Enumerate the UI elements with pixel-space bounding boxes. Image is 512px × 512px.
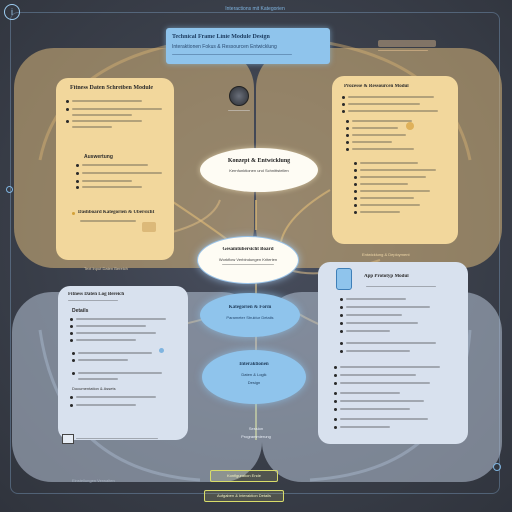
outer-frame — [10, 12, 500, 494]
footer-box-label: Aufgaben & Interaktion Details — [216, 493, 272, 498]
node-subtitle-2: Design — [247, 380, 261, 385]
connector-dot — [159, 348, 164, 353]
node-subtitle: Daten & Logik — [241, 372, 267, 377]
info-icon[interactable]: i — [4, 4, 20, 20]
sticky-dot — [406, 122, 414, 130]
banner-line2: Interaktionen Fokus & Ressourcen Entwick… — [172, 44, 277, 50]
document-icon — [336, 268, 352, 290]
top-title: Interactions mit Kategorien — [225, 6, 285, 12]
panel-title: Prozesse & Ressourcen Modul — [344, 84, 409, 89]
panel-title: App Prototyp Modul — [364, 274, 409, 279]
node-subtitle: Workflow Verbindungen Kriterien — [218, 257, 278, 262]
globe-icon — [229, 86, 249, 106]
footer-box-2[interactable]: Aufgaben & Interaktion Details — [204, 490, 284, 502]
node-subtitle: Kernfunktionen und Schnittstellen — [229, 168, 289, 173]
node-core[interactable]: Kategorien & Form Parameter Struktur Det… — [200, 293, 300, 337]
lower-label-1: Session — [248, 426, 264, 431]
panel-top-right: Prozesse & Ressourcen Modul — [332, 76, 458, 244]
panel-list-item: Documentation & Assets — [72, 386, 116, 391]
node-concept[interactable]: Konzept & Entwicklung Kernfunktionen und… — [200, 148, 318, 192]
footer-box-1[interactable]: Konfiguration Ende — [210, 470, 278, 482]
panel-subheading: Details — [72, 308, 89, 314]
panel-section2: Dashboard Kategorien & Übersicht — [78, 210, 155, 215]
node-center[interactable]: Gesamtübersicht Board Workflow Verbindun… — [197, 236, 299, 284]
header-banner: Technical Frame Linie Module Design Inte… — [166, 28, 330, 64]
node-title: Interaktionen — [239, 362, 269, 367]
panel-title: Fitness Daten Log Bereich — [68, 292, 125, 297]
panel-bottom-right: App Prototyp Modul — [318, 262, 468, 444]
panel-title: Fitness Daten Schreiben Module — [70, 85, 154, 91]
gradient-heading-left: Text Input Daten Bereich — [84, 266, 128, 271]
node-title: Gesamtübersicht Board — [222, 247, 274, 252]
banner-line1: Technical Frame Linie Module Design — [172, 34, 270, 40]
lower-label-2: Programmierung — [241, 434, 271, 439]
node-title: Kategorien & Form — [228, 305, 272, 310]
thumbnail-box — [142, 222, 156, 232]
node-title: Konzept & Entwicklung — [227, 158, 291, 164]
node-interaction[interactable]: Interaktionen Daten & Logik Design — [202, 350, 306, 404]
panel-top-left: Fitness Daten Schreiben Module Auswertun… — [56, 78, 174, 260]
footer-box-label: Konfiguration Ende — [226, 473, 262, 478]
panel-bottom-left: Fitness Daten Log Bereich Details Docume… — [58, 286, 188, 440]
node-subtitle: Parameter Struktur Details — [226, 315, 274, 320]
document-icon — [62, 434, 74, 444]
connector-dot — [6, 186, 13, 193]
top-right-tag — [378, 40, 436, 47]
top-right-tag-label: Entwicklung & Deployment — [362, 252, 410, 257]
panel-subheading: Auswertung — [84, 154, 113, 160]
connector-dot — [493, 463, 501, 471]
footer-left-caption: Einstellungen Verwalten — [72, 478, 115, 483]
